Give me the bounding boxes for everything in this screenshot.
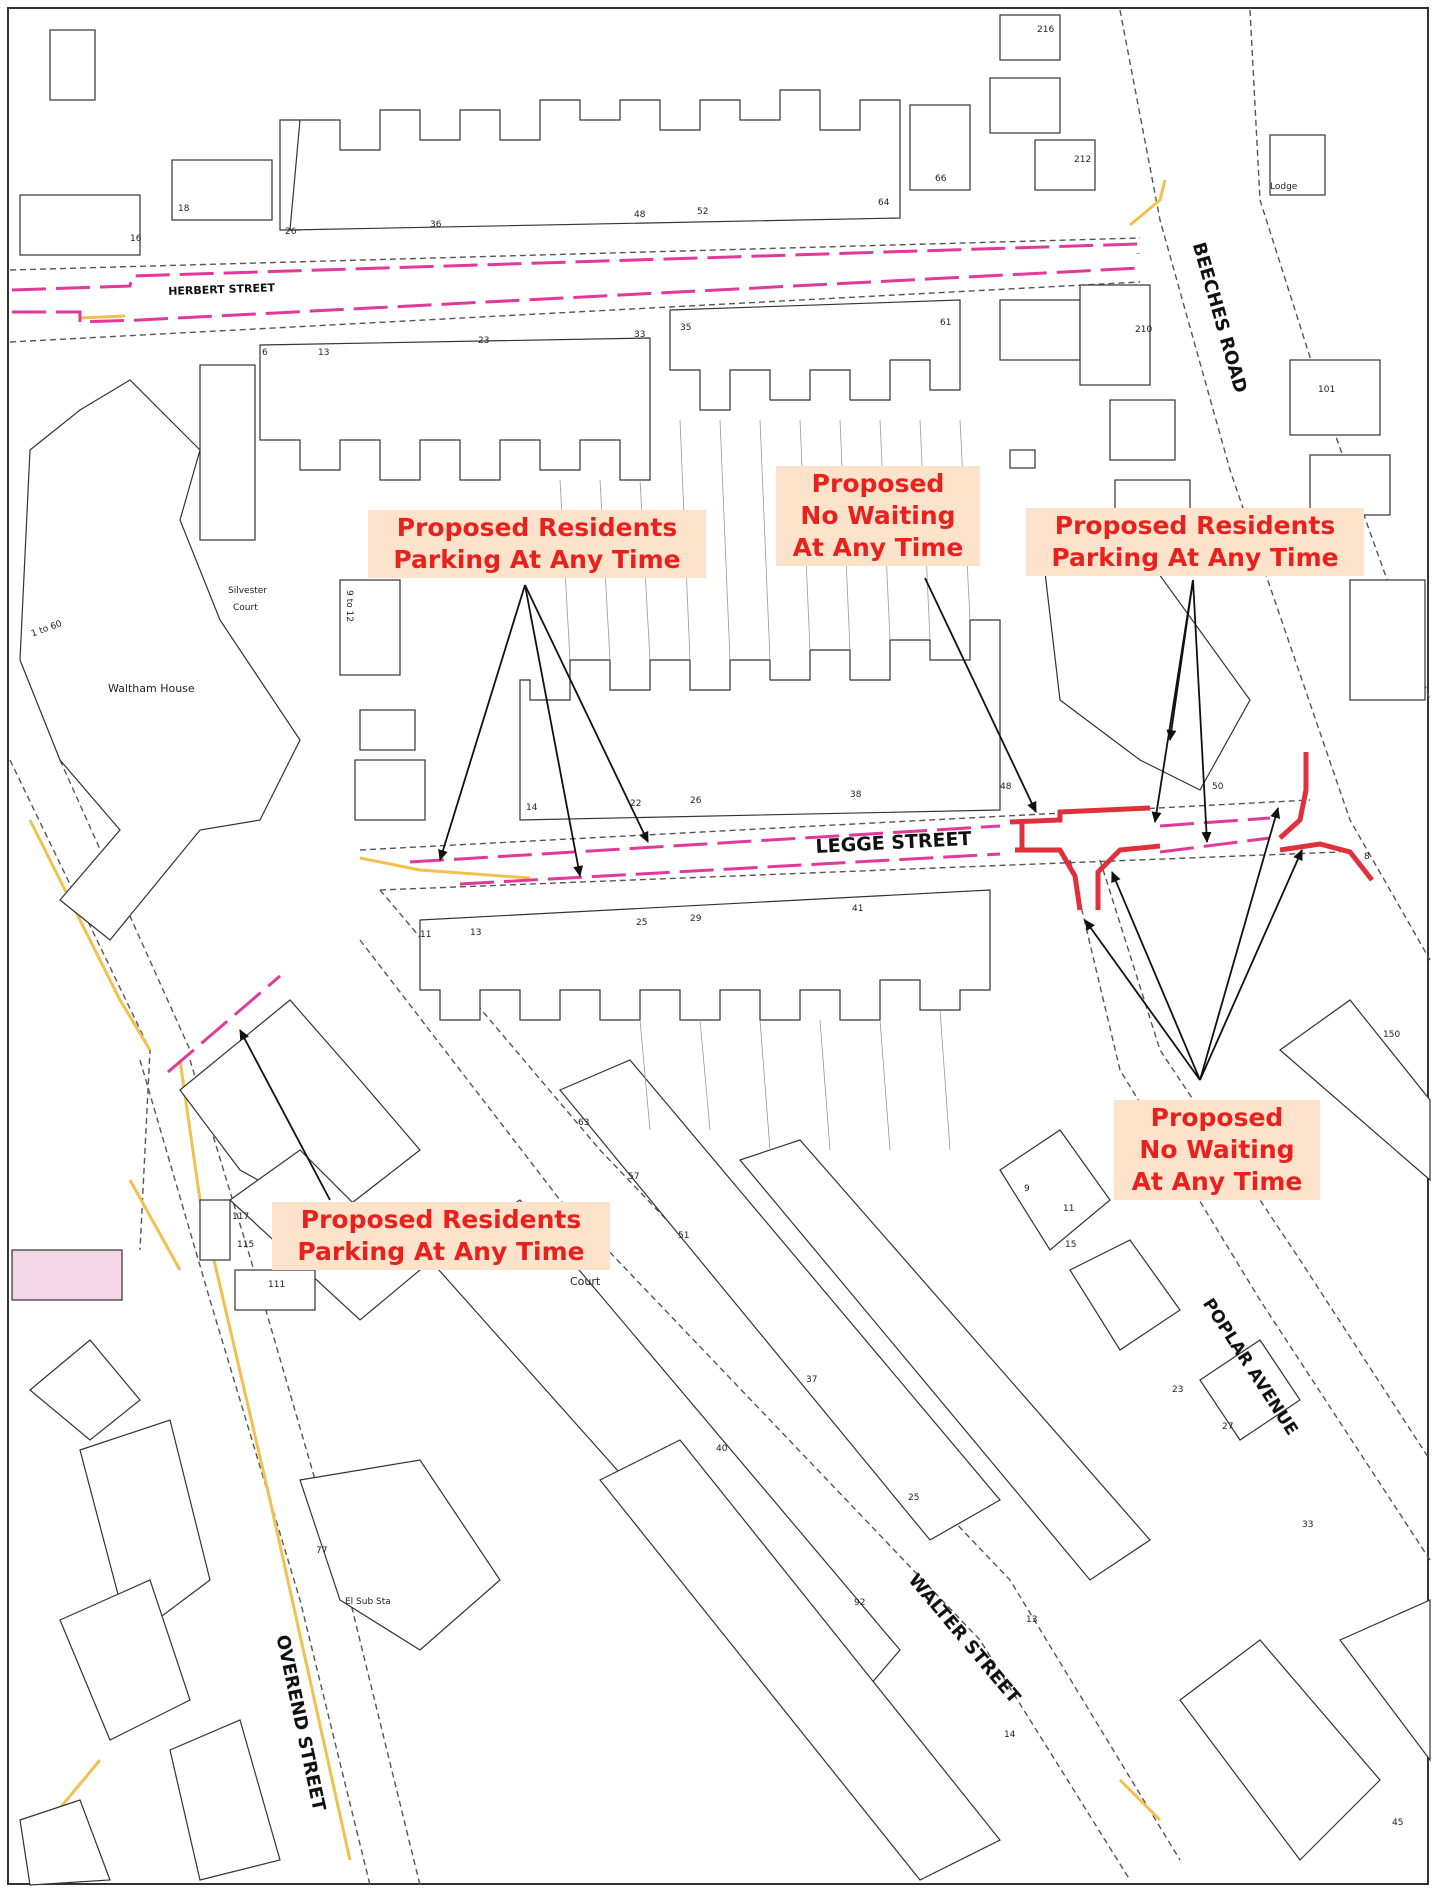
callout-no-waiting-top: Proposed No Waiting At Any Time [776,466,980,566]
house-number: 48 [1000,782,1012,792]
house-number: 37 [806,1375,818,1385]
callout-line-1: Proposed Residents [396,513,678,542]
house-number: 35 [680,323,692,333]
callout-line-1: Proposed [1150,1103,1284,1132]
callout-line-2: Parking At Any Time [393,545,681,574]
house-number: 11 [420,930,432,940]
house-number: 48 [634,210,646,220]
house-number: 51 [678,1231,690,1241]
callout-residents-parking-right: Proposed Residents Parking At Any Time [1026,508,1364,576]
house-number: 61 [940,318,952,328]
callout-residents-parking-bottom: Proposed Residents Parking At Any Time [272,1202,610,1270]
callout-line-3: At Any Time [792,533,964,562]
callout-no-waiting-bottom: Proposed No Waiting At Any Time [1114,1100,1320,1200]
house-number: 13 [470,928,482,938]
house-number: 15 [1065,1240,1077,1250]
building-footprints [11,14,1431,1886]
place-label-silvester: Silvester [228,586,268,596]
house-number: 22 [630,799,642,809]
no-waiting-lines [1009,752,1374,911]
house-number: 41 [852,904,864,914]
house-number: 18 [178,204,190,214]
callout-line-2: No Waiting [800,501,956,530]
place-label-9-to-12: 9 to 12 [344,590,354,622]
place-label-court: Court [570,1275,601,1288]
house-number: 38 [850,790,862,800]
residents-parking-lines [11,242,1271,1074]
callout-line-1: Proposed [811,469,945,498]
house-number: 150 [1383,1030,1401,1040]
house-number: 23 [478,336,490,346]
house-number: 92 [854,1598,866,1608]
house-number: 52 [697,207,709,217]
house-number: 13 [1026,1615,1038,1625]
place-label-lodge: Lodge [1270,182,1298,192]
callout-line-1: Proposed Residents [1054,511,1336,540]
house-number: 210 [1135,325,1153,335]
house-number: 23 [1172,1385,1184,1395]
house-number: 14 [1004,1730,1016,1740]
house-number: 50 [1212,782,1224,792]
house-number: 11 [1063,1204,1075,1214]
house-number: 16 [130,234,142,244]
callout-arrows [239,577,1303,1201]
callout-line-2: No Waiting [1139,1135,1295,1164]
house-number: 111 [268,1280,286,1290]
house-number: 64 [878,198,890,208]
house-number: 25 [908,1493,920,1503]
house-number: 66 [935,174,947,184]
house-number: 8 [1364,852,1370,862]
house-number: 29 [690,914,702,924]
house-number: 212 [1074,155,1092,165]
place-label-waltham-house: Waltham House [108,682,195,695]
place-label-el-sub-sta: El Sub Sta [345,1597,391,1607]
callout-line-3: At Any Time [1131,1167,1303,1196]
house-number: 63 [578,1118,590,1128]
house-number: 33 [634,330,646,340]
house-number: 27 [1222,1422,1234,1432]
house-number: 14 [526,803,538,813]
house-number: 36 [430,220,442,230]
house-number: 115 [237,1240,255,1250]
callout-line-2: Parking At Any Time [1051,543,1339,572]
house-number: 77 [316,1546,328,1556]
callout-line-2: Parking At Any Time [297,1237,585,1266]
house-number: 33 [1302,1520,1314,1530]
house-number: 25 [636,918,648,928]
house-number: 117 [232,1212,250,1222]
house-number: 57 [628,1172,640,1182]
place-label-silvester-court: Court [233,603,258,613]
house-number: 6 [262,348,268,358]
house-number: 13 [318,348,330,358]
callout-residents-parking-left: Proposed Residents Parking At Any Time [368,510,706,578]
house-number: 26 [690,796,702,806]
callout-line-1: Proposed Residents [300,1205,582,1234]
house-number: 40 [716,1444,728,1454]
house-number: 26 [285,227,297,237]
house-number: 9 [1024,1184,1030,1194]
kerb-lines [28,179,1167,1861]
house-number: 216 [1037,25,1055,35]
house-number: 101 [1318,385,1336,395]
house-number: 45 [1392,1818,1404,1828]
